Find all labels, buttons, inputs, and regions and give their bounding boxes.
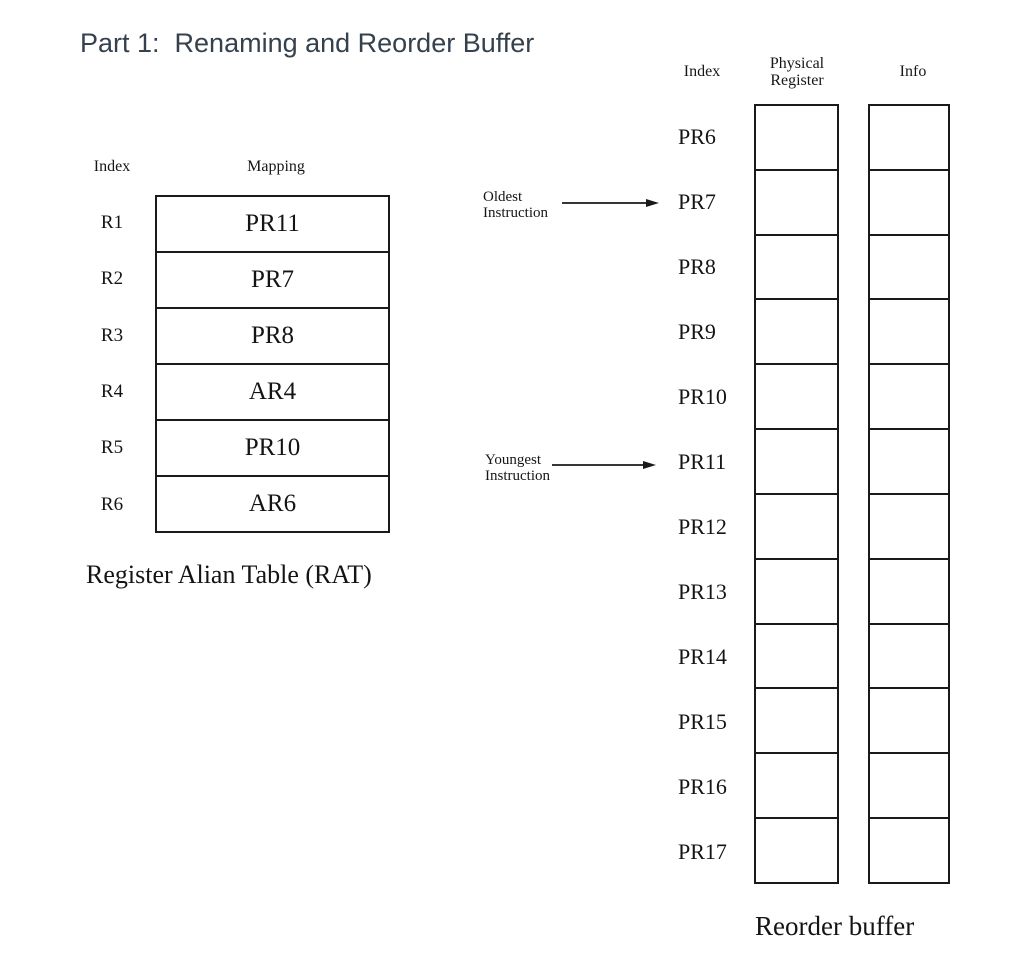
rat-index-label: R5 <box>100 437 124 459</box>
rob-index-label: PR11 <box>678 448 727 474</box>
rob-index-label: PR6 <box>678 123 716 149</box>
rob-physical-register-cell <box>756 754 837 820</box>
rob-index-label: PR16 <box>678 773 727 799</box>
rob-physical-register-cell <box>756 171 837 236</box>
rat-index-column: R1 R2 R3 R4 R5 R6 <box>78 195 146 533</box>
rob-physical-register-cell <box>756 430 837 495</box>
rob-physical-register-cell <box>756 819 837 882</box>
rob-index-label: PR14 <box>678 643 727 669</box>
rob-physical-register-cell <box>756 300 837 366</box>
rob-info-cell <box>870 625 948 690</box>
rob-info-cell <box>870 560 948 625</box>
oldest-instruction-label-line1: Oldest <box>483 189 523 205</box>
rob-physical-register-cell <box>756 236 837 301</box>
rat-index-label: R3 <box>100 324 124 346</box>
rob-index-label: PR17 <box>678 838 727 864</box>
rob-info-cell <box>870 106 948 171</box>
oldest-instruction-label: Oldest Instruction <box>483 189 548 221</box>
rob-physical-register-cell <box>756 365 837 431</box>
rat-mapping-cell: PR8 <box>157 309 388 365</box>
rob-physical-register-cell <box>756 625 837 690</box>
rob-physical-register-header: Physical Register <box>753 55 841 89</box>
rob-info-cell <box>870 819 948 882</box>
rob-info-cell <box>870 365 948 431</box>
rat-mapping-cell: PR10 <box>157 421 388 477</box>
rat-mapping-cell: AR4 <box>157 365 388 421</box>
rat-mapping-header: Mapping <box>247 158 305 175</box>
rob-info-column <box>868 104 950 884</box>
oldest-instruction-arrow-icon <box>562 199 659 207</box>
rob-info-cell <box>870 754 948 820</box>
rob-physical-register-cell <box>756 106 837 171</box>
rob-index-label: PR10 <box>678 383 727 409</box>
youngest-instruction-label-line1: Youngest <box>485 452 541 468</box>
rat-mapping-cell: AR6 <box>248 490 297 517</box>
rat-mapping-cell: PR7 <box>157 253 388 309</box>
rob-index-label: PR13 <box>678 578 727 604</box>
rob-physical-register-cell <box>756 560 837 625</box>
rob-info-header: Info <box>899 63 927 80</box>
rob-physical-register-cell <box>756 495 837 560</box>
oldest-instruction-label-line2: Instruction <box>483 205 548 221</box>
rob-index-label: PR9 <box>678 318 716 344</box>
youngest-instruction-label: Youngest Instruction <box>485 452 550 484</box>
rob-physical-register-header-line1: Physical <box>769 55 825 72</box>
rob-index-label: PR12 <box>678 513 727 539</box>
rob-info-cell <box>870 495 948 560</box>
rob-index-label: PR7 <box>678 188 716 214</box>
youngest-instruction-label-line2: Instruction <box>485 468 550 484</box>
rob-index-header: Index <box>683 63 721 80</box>
rat-index-label: R4 <box>100 381 124 403</box>
rob-info-cell <box>870 171 948 236</box>
rob-index-column: PR6 PR7 PR8 PR9 PR10 PR11 PR12 PR13 PR14… <box>678 104 750 884</box>
rob-physical-register-column <box>754 104 839 884</box>
rob-caption: Reorder buffer <box>755 911 915 941</box>
rob-info-cell <box>870 689 948 755</box>
rob-info-cell <box>870 430 948 495</box>
rob-info-cell <box>870 300 948 366</box>
rat-index-header: Index <box>93 158 131 175</box>
rob-info-cell <box>870 236 948 301</box>
rob-physical-register-cell <box>756 689 837 755</box>
page-title: Part 1: Renaming and Reorder Buffer <box>80 28 535 58</box>
youngest-instruction-arrow-icon <box>552 461 656 469</box>
rob-physical-register-header-line2: Register <box>770 72 824 89</box>
rat-index-label: R1 <box>100 212 124 234</box>
rat-index-label: R2 <box>100 268 124 290</box>
rob-index-label: PR15 <box>678 708 727 734</box>
rat-index-label: R6 <box>100 493 124 515</box>
rat-table: PR11 PR7 PR8 AR4 PR10 AR6 <box>155 195 390 533</box>
rob-index-label: PR8 <box>678 253 716 279</box>
rat-caption: Register Alian Table (RAT) <box>86 560 372 589</box>
rat-mapping-cell: PR11 <box>157 197 388 253</box>
